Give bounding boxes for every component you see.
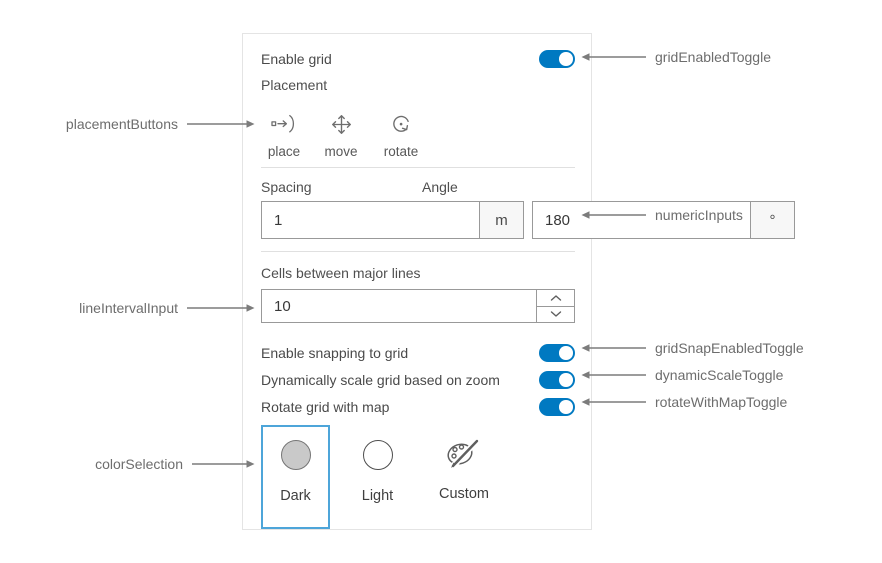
callout-dynamic-scale-toggle: dynamicScaleToggle [581,365,783,385]
place-button[interactable]: place [261,112,307,159]
enable-snapping-label: Enable snapping to grid [261,345,409,361]
cells-between-major-lines-label: Cells between major lines [261,265,421,281]
stepper-up-button[interactable] [537,290,574,306]
callout-arrow-left-icon [581,398,646,406]
spacing-input-group: m [261,201,524,239]
spacing-label: Spacing [261,179,312,195]
chevron-up-icon [550,295,561,301]
move-button-label: move [324,144,358,159]
callout-color-selection: colorSelection [95,454,255,474]
rotate-button-label: rotate [383,144,419,159]
callout-arrow-left-icon [581,344,646,352]
callout-arrow-left-icon [581,211,646,219]
rotate-with-map-label: Rotate grid with map [261,399,390,415]
callout-arrow-right-icon [187,304,255,312]
number-stepper [536,290,574,322]
callout-label: gridEnabledToggle [655,49,771,65]
placement-buttons: place move [261,112,575,159]
palette-icon [444,435,484,474]
chevron-down-icon [550,311,561,317]
rotate-button[interactable]: rotate [375,112,427,159]
grid-settings-panel: Enable grid Placement place [242,33,795,530]
callout-arrow-right-icon [187,120,255,128]
cells-input[interactable] [262,290,536,322]
color-option-light[interactable]: Light [343,425,412,504]
rotate-icon [391,112,412,136]
callout-arrow-left-icon [581,53,646,61]
callout-placement-buttons: placementButtons [66,114,255,134]
callout-arrow-right-icon [192,460,255,468]
toggle-knob [559,52,573,66]
dynamic-scale-toggle[interactable] [539,371,575,389]
callout-grid-enabled-toggle: gridEnabledToggle [581,47,771,67]
spacing-input[interactable] [262,202,479,238]
color-option-label: Custom [439,486,489,502]
callout-label: rotateWithMapToggle [655,394,788,410]
callout-grid-snap-enabled-toggle: gridSnapEnabledToggle [581,338,804,358]
callout-rotate-with-map-toggle: rotateWithMapToggle [581,392,787,412]
move-icon [331,112,352,136]
placement-label: Placement [261,77,328,93]
spacing-unit-suffix: m [479,202,523,238]
callout-line-interval-input: lineIntervalInput [79,298,255,318]
callout-arrow-left-icon [581,371,646,379]
callout-label: lineIntervalInput [79,300,178,316]
angle-unit-suffix: ° [750,202,794,238]
enable-grid-label: Enable grid [261,51,332,67]
divider [261,167,575,168]
dynamic-scale-label: Dynamically scale grid based on zoom [261,372,500,388]
callout-label: colorSelection [95,456,183,472]
color-option-dark[interactable]: Dark [261,425,330,529]
callout-label: gridSnapEnabledToggle [655,340,804,356]
color-selection: Dark Light Custo [261,425,575,529]
callout-label: numericInputs [655,207,743,223]
move-button[interactable]: move [319,112,363,159]
place-button-label: place [267,144,301,159]
angle-label: Angle [422,179,458,195]
dark-swatch-icon [280,440,311,470]
rotate-with-map-toggle[interactable] [539,398,575,416]
toggle-knob [559,373,573,387]
grid-enabled-toggle[interactable] [539,50,575,68]
stepper-down-button[interactable] [537,305,574,322]
angle-input-group: ° [532,201,795,239]
numeric-inputs: m ° [261,201,795,239]
callout-label: dynamicScaleToggle [655,367,784,383]
line-interval-input-group [261,289,575,323]
light-swatch-icon [362,440,393,470]
divider [261,251,575,252]
grid-snap-enabled-toggle[interactable] [539,344,575,362]
angle-input[interactable] [533,202,750,238]
color-option-label: Light [361,488,394,504]
toggle-knob [559,346,573,360]
callout-label: placementButtons [65,116,178,132]
toggle-knob [559,400,573,414]
color-option-custom[interactable]: Custom [425,425,503,502]
color-option-label: Dark [280,488,311,504]
place-icon [271,112,297,136]
callout-numeric-inputs: numericInputs [581,205,743,225]
